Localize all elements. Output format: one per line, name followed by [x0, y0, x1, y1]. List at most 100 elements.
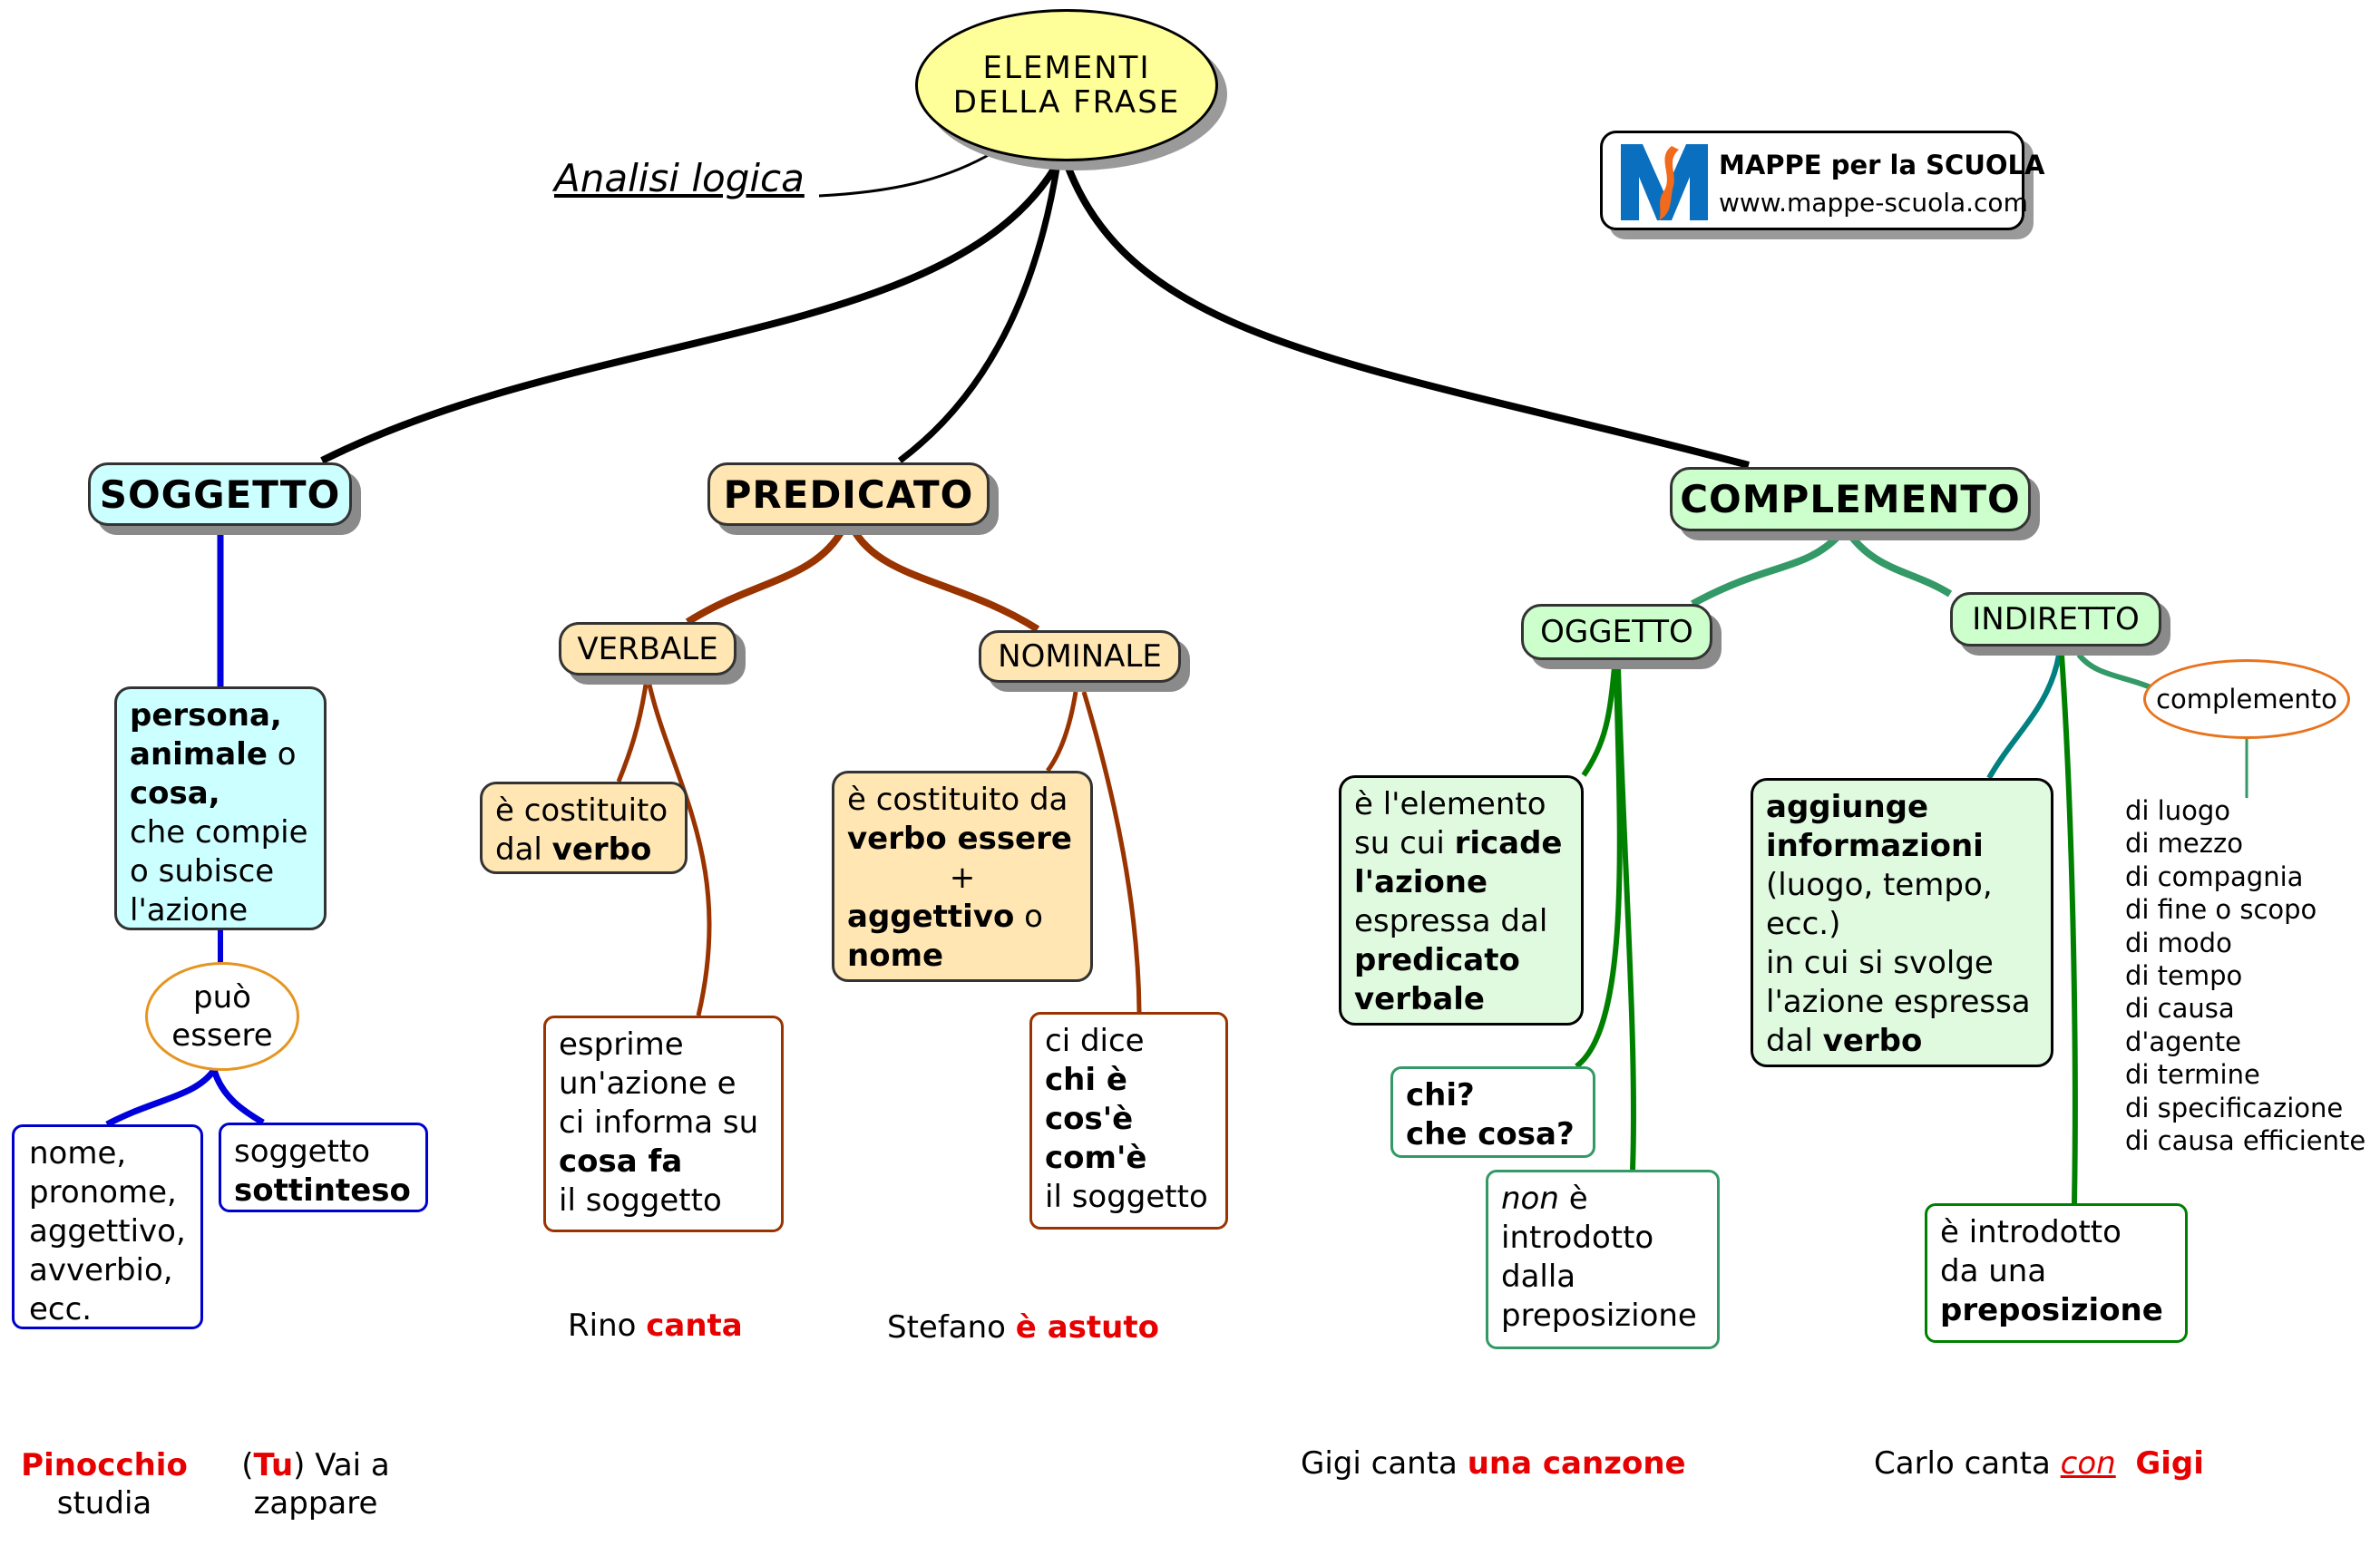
- annotation-text: Analisi logica: [554, 156, 805, 200]
- definition-line: espressa dal: [1354, 903, 1548, 939]
- kind-item: d'agente: [2125, 1026, 2241, 1057]
- verbale-example: Rino canta: [568, 1308, 743, 1344]
- example-plain: Gigi canta: [1301, 1445, 1468, 1482]
- soggetto-definition-box: persona, animale o cosa, che compie o su…: [114, 686, 327, 930]
- example-subject: Pinocchio: [21, 1447, 188, 1483]
- link-nominale-definition: [1045, 691, 1078, 773]
- nominale-label: NOMINALE: [998, 638, 1162, 675]
- link-indiretto-definition: [1986, 654, 2062, 780]
- definition-line: in cui si svolge: [1766, 945, 1994, 981]
- example-plain: Stefano: [887, 1309, 1016, 1346]
- definition-bold: l'azione: [1354, 864, 1488, 900]
- logo-title: MAPPE per la SCUOLA: [1719, 150, 2045, 180]
- complemento-node[interactable]: COMPLEMENTO: [1670, 467, 2031, 531]
- oggetto-label: OGGETTO: [1540, 614, 1693, 650]
- root-node[interactable]: ELEMENTI DELLA FRASE: [915, 9, 1218, 161]
- soggetto-types-box: nome, pronome, aggettivo, avverbio, ecc.: [12, 1124, 203, 1329]
- example-complement: Gigi: [2135, 1445, 2204, 1482]
- definition-plus: +: [949, 860, 976, 896]
- definition-bold: ricade: [1454, 825, 1563, 861]
- type-line: ecc.: [29, 1291, 93, 1327]
- link-indiretto-kinds: [2076, 653, 2152, 690]
- link-nominale-meaning: [1081, 691, 1142, 1013]
- root-title-line1: ELEMENTI: [982, 50, 1151, 86]
- mappe-scuola-logo-icon: [1621, 144, 1708, 220]
- oggetto-example: Gigi canta una canzone: [1301, 1445, 1686, 1482]
- type-line: pronome,: [29, 1174, 177, 1211]
- implied-plain: soggetto: [234, 1133, 371, 1170]
- indiretto-example: Carlo canta con Gigi: [1874, 1445, 2204, 1482]
- preposition-italic: non: [1501, 1181, 1559, 1217]
- definition-bold: aggettivo: [847, 899, 1015, 935]
- example-plain: Carlo canta: [1874, 1445, 2061, 1482]
- preposition-line: preposizione: [1501, 1298, 1697, 1334]
- definition-line: è l'elemento: [1354, 786, 1546, 822]
- type-line: avverbio,: [29, 1252, 173, 1288]
- logo-badge[interactable]: MAPPE per la SCUOLA www.mappe-scuola.com: [1600, 131, 2044, 230]
- meaning-line: un'azione e: [559, 1065, 736, 1102]
- preposition-line: da una: [1940, 1253, 2047, 1289]
- meaning-line: ci dice: [1045, 1023, 1145, 1059]
- question-line: che cosa?: [1406, 1116, 1575, 1152]
- link-complemento-oggetto: [1691, 532, 1842, 608]
- preposition-line: è introdotto: [1940, 1214, 2122, 1250]
- kind-item: di causa efficiente: [2125, 1125, 2366, 1157]
- link-complemento-indiretto: [1847, 532, 1953, 598]
- oggetto-questions-box: chi? che cosa?: [1390, 1066, 1595, 1158]
- connector-line1: può: [193, 979, 251, 1016]
- definition-line: (luogo, tempo,: [1766, 867, 1993, 903]
- kind-item: di causa: [2125, 993, 2235, 1025]
- definition-bold: informazioni: [1766, 828, 1984, 864]
- example-rest: studia: [56, 1485, 152, 1522]
- definition-line: l'azione: [130, 892, 249, 929]
- soggetto-example-1: Pinocchio studia: [9, 1446, 200, 1522]
- preposition-plain: è: [1558, 1181, 1588, 1217]
- preposition-line: introdotto: [1501, 1220, 1654, 1256]
- definition-bold: aggiunge: [1766, 789, 1929, 825]
- definition-bold: verbo: [551, 831, 652, 868]
- soggetto-title: SOGGETTO: [99, 472, 341, 517]
- definition-line: è costituito: [495, 792, 668, 829]
- oggetto-node[interactable]: OGGETTO: [1521, 604, 1712, 660]
- meaning-bold: chi è: [1045, 1062, 1127, 1098]
- example-subject: Tu: [253, 1447, 294, 1483]
- link-indiretto-preposition: [2059, 654, 2078, 1204]
- soggetto-implied-box: soggetto sottinteso: [219, 1123, 428, 1212]
- definition-plain: o: [1014, 899, 1043, 935]
- link-root-complemento: [1063, 161, 1751, 469]
- question-line: chi?: [1406, 1077, 1475, 1113]
- verbale-definition-box: è costituito dal verbo: [480, 782, 688, 874]
- soggetto-node[interactable]: SOGGETTO: [88, 462, 352, 526]
- verbale-node[interactable]: VERBALE: [559, 622, 736, 676]
- meaning-bold: cosa fa: [559, 1143, 683, 1180]
- meaning-line: ci informa su: [559, 1104, 759, 1141]
- example-paren-open: (: [241, 1447, 254, 1483]
- indiretto-label: INDIRETTO: [1972, 601, 2140, 637]
- definition-line: l'azione espressa: [1766, 984, 2031, 1020]
- kind-item: di compagnia: [2125, 861, 2304, 892]
- nominale-definition-box: è costituito da verbo essere + aggettivo…: [832, 771, 1093, 982]
- kind-item: di fine o scopo: [2125, 894, 2317, 926]
- definition-line: ecc.): [1766, 906, 1841, 942]
- meaning-line: esprime: [559, 1026, 684, 1063]
- indiretto-node[interactable]: INDIRETTO: [1950, 592, 2161, 647]
- example-rest: ) Vai a: [293, 1447, 390, 1483]
- kind-item: di luogo: [2125, 795, 2231, 826]
- nominale-node[interactable]: NOMINALE: [979, 630, 1181, 683]
- annotation-label: Analisi logica: [554, 156, 805, 200]
- indiretto-kinds-ellipse: complemento: [2143, 659, 2350, 739]
- verbale-meaning-box: esprime un'azione e ci informa su cosa f…: [543, 1016, 784, 1232]
- example-plain: Rino: [568, 1308, 647, 1344]
- definition-bold: predicato: [1354, 942, 1520, 978]
- predicato-node[interactable]: PREDICATO: [707, 462, 990, 526]
- definition-bold: verbale: [1354, 981, 1485, 1017]
- definition-plain: su cui: [1354, 825, 1455, 861]
- complemento-title: COMPLEMENTO: [1680, 477, 2021, 521]
- link-predicato-nominale: [849, 526, 1040, 633]
- example-preposition: con: [2060, 1445, 2116, 1482]
- preposition-line: dalla: [1501, 1259, 1576, 1295]
- link-predicato-verbale: [685, 526, 847, 626]
- soggetto-connector-ellipse: può essere: [145, 962, 299, 1071]
- definition-plain: dal: [1766, 1023, 1823, 1059]
